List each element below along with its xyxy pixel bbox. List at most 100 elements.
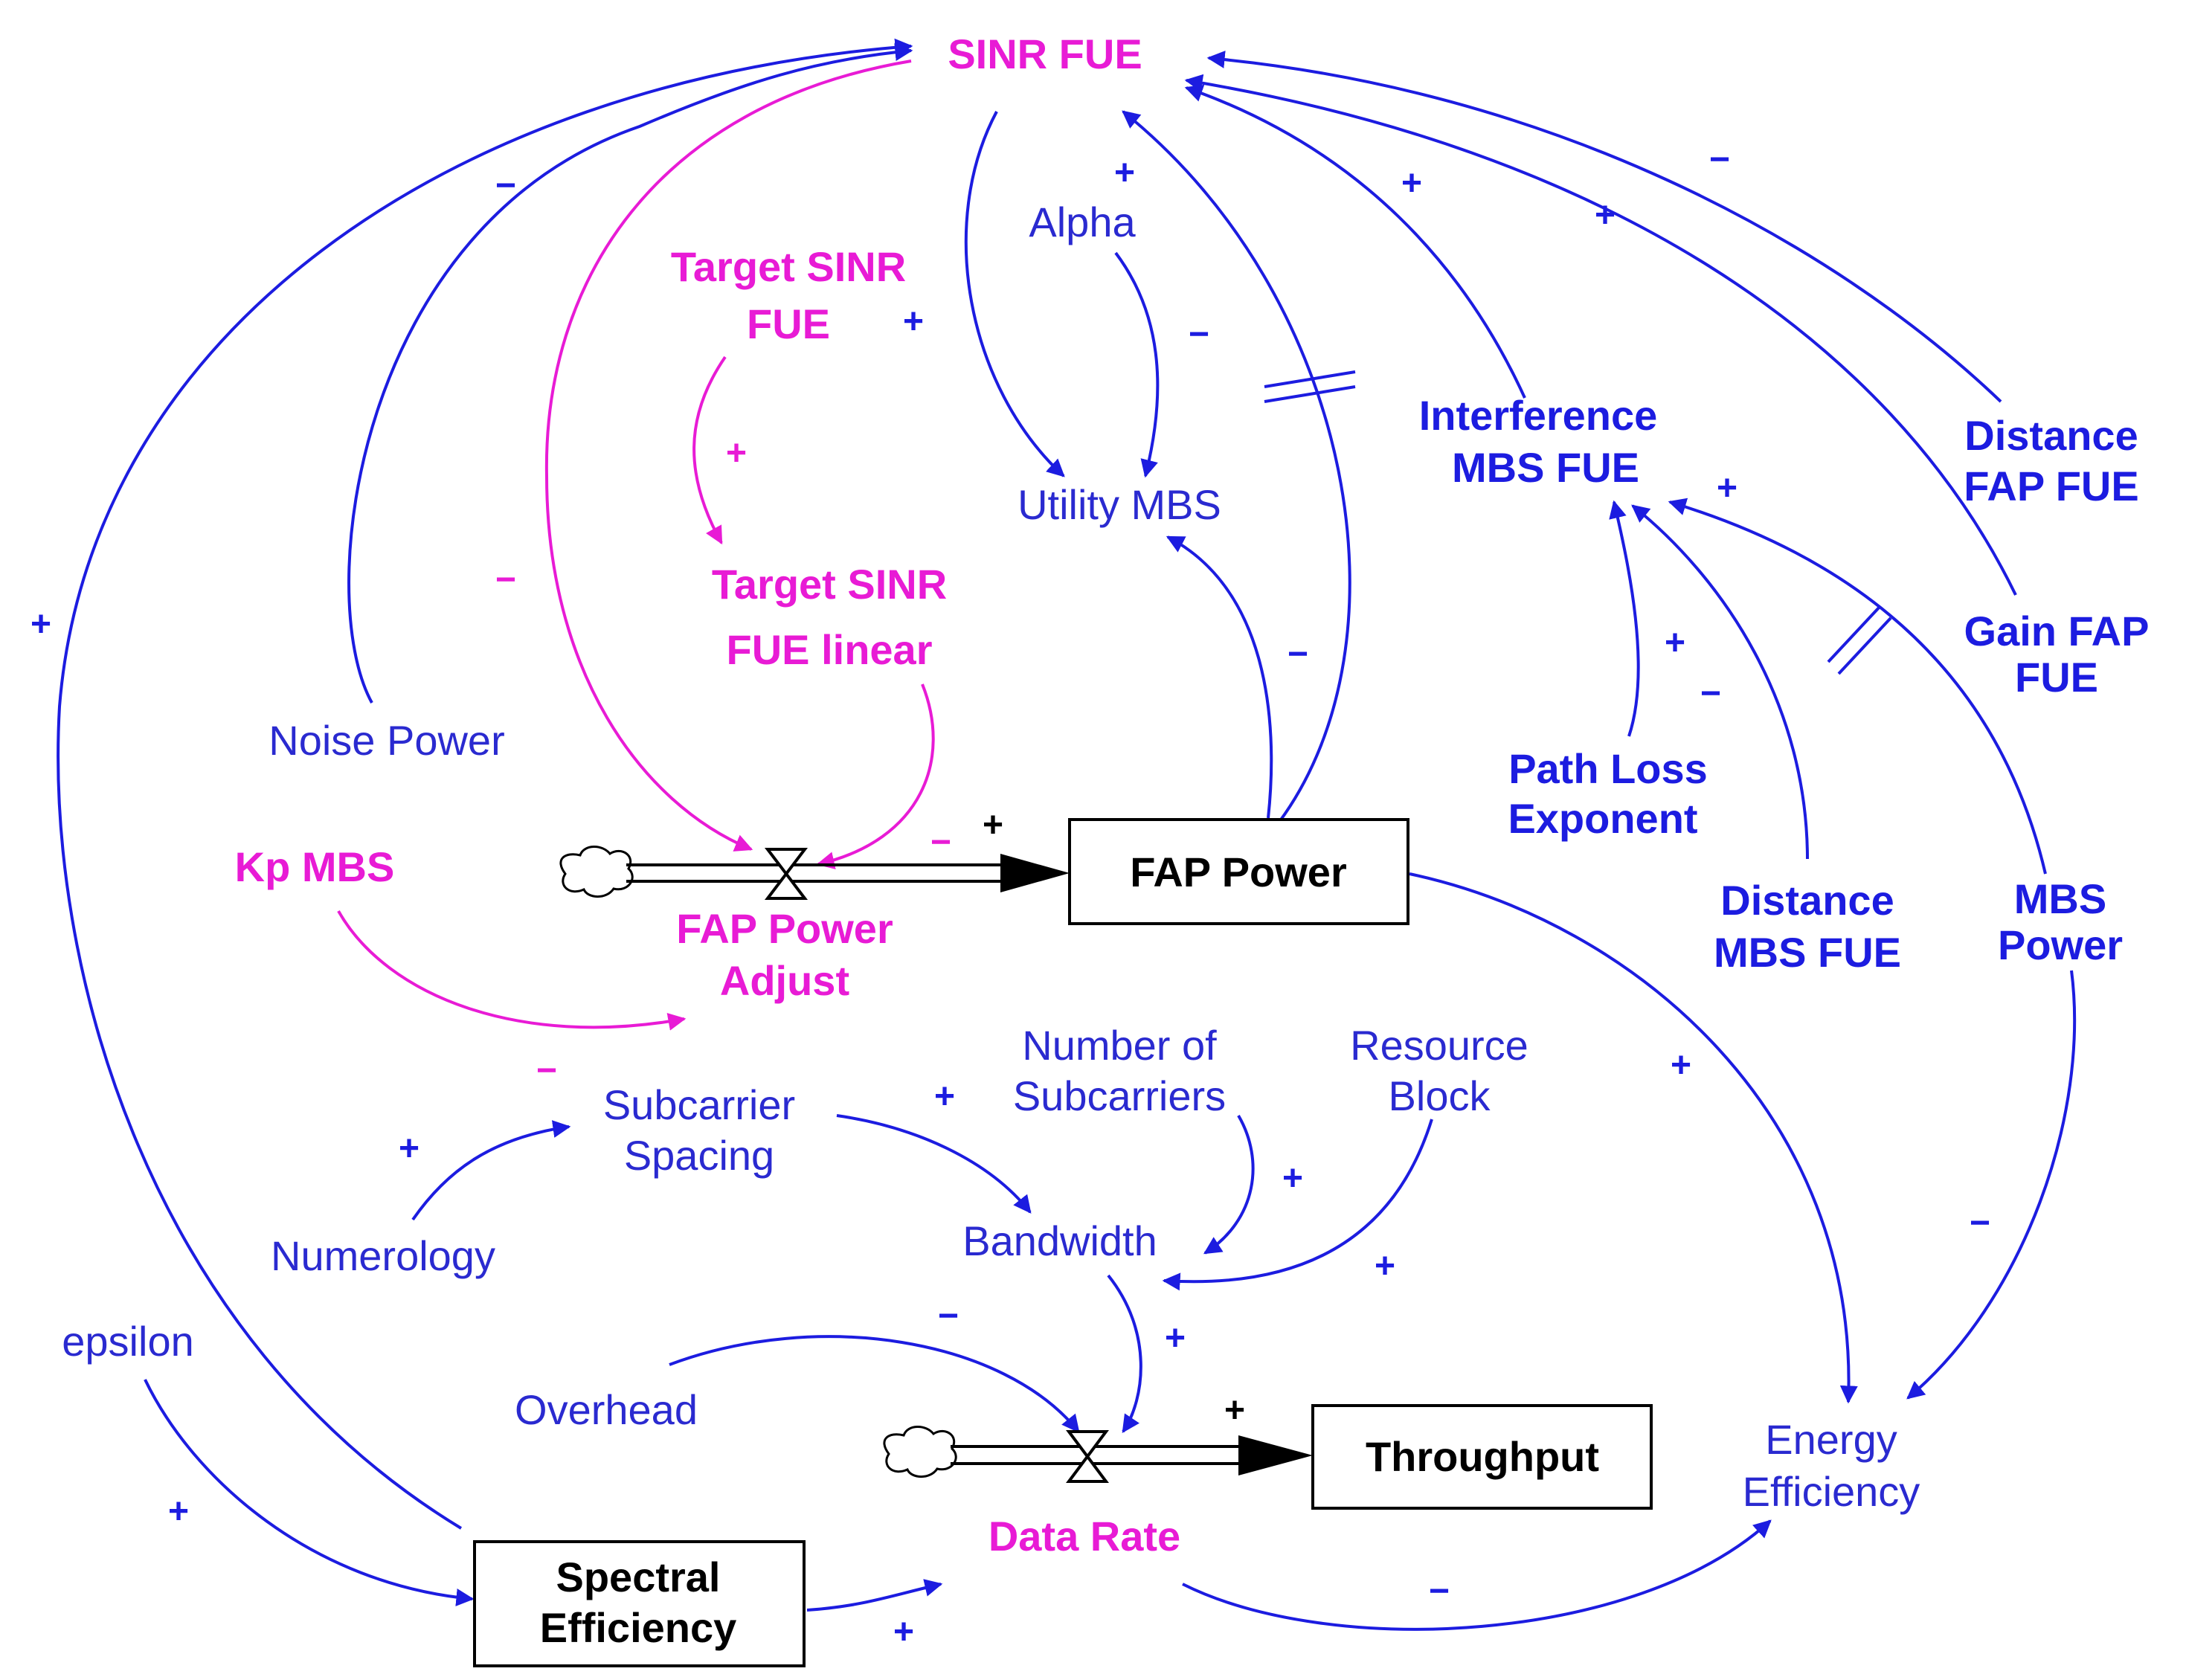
stock-spectral-efficiency-box[interactable]: [473, 1540, 806, 1667]
delay-mark-mbs-power-interference: [1827, 605, 1892, 675]
polarity-sign: +: [1401, 164, 1422, 203]
stock-fap-power-box[interactable]: [1068, 818, 1409, 925]
link-resource-block-to-bandwidth: [1162, 1119, 1433, 1291]
link-subcarrier-spacing-to-bandwidth: [836, 1114, 1032, 1214]
var-target-sinr-fue: Target SINR: [671, 243, 906, 290]
polarity-sign: +: [1665, 623, 1685, 663]
var-resource-block: Block: [1389, 1072, 1491, 1119]
var-number-of-subcarriers: Subcarriers: [1013, 1072, 1226, 1119]
var-distance-fap-fue: Distance: [1964, 412, 2138, 459]
var-alpha: Alpha: [1029, 199, 1136, 245]
var-distance-mbs-fue: MBS FUE: [1714, 929, 1901, 976]
polarity-sign: +: [983, 805, 1003, 845]
var-energy-efficiency: Energy: [1765, 1416, 1897, 1463]
link-fap-power-to-sinr-delayed: [1122, 110, 1351, 823]
polarity-sign: +: [1165, 1319, 1186, 1358]
link-gain-fap-fue-to-sinr: [1184, 74, 2017, 596]
polarity-sign: −: [1189, 315, 1209, 354]
flow-arrowhead-fap-power: [1000, 854, 1070, 892]
var-overhead: Overhead: [515, 1386, 698, 1433]
link-sinr-to-fap-power-adjust: [544, 59, 912, 852]
polarity-sign: −: [930, 823, 951, 862]
var-numerology: Numerology: [271, 1232, 495, 1279]
var-path-loss-exponent: Exponent: [1508, 795, 1697, 842]
link-numerology-to-subcarrier-spacing: [411, 1120, 571, 1221]
polarity-sign: +: [934, 1077, 955, 1116]
polarity-sign: +: [893, 1612, 914, 1652]
polarity-sign: −: [1429, 1571, 1450, 1611]
link-mbs-power-to-interference: [1668, 498, 2047, 875]
flow-arrowhead-throughput: [1238, 1435, 1313, 1475]
link-epsilon-to-spectral-efficiency: [144, 1379, 475, 1606]
polarity-sign: +: [1671, 1046, 1691, 1085]
link-bandwidth-to-data-rate: [1107, 1274, 1142, 1433]
var-distance-mbs-fue: Distance: [1720, 877, 1894, 924]
link-overhead-to-data-rate: [669, 1335, 1080, 1433]
var-fap-power-adjust: Adjust: [720, 957, 849, 1004]
stock-throughput-box[interactable]: [1311, 1404, 1653, 1510]
var-interference-mbs-fue: MBS FUE: [1452, 444, 1639, 491]
polarity-sign: +: [1114, 153, 1135, 193]
polarity-sign: +: [1282, 1159, 1303, 1198]
var-target-sinr-fue: FUE: [747, 300, 830, 347]
link-number-of-subcarriers-to-bandwidth: [1203, 1114, 1255, 1255]
var-number-of-subcarriers: Number of: [1022, 1022, 1217, 1069]
valve-fap-power-adjust-icon[interactable]: [764, 848, 809, 900]
link-distance-fap-fue-to-sinr: [1206, 51, 2002, 403]
polarity-sign: +: [168, 1492, 189, 1531]
polarity-sign: +: [1717, 469, 1737, 508]
link-interference-to-sinr: [1184, 84, 1526, 399]
link-spectral-efficiency-to-data-rate: [806, 1579, 943, 1612]
var-subcarrier-spacing: Subcarrier: [603, 1081, 795, 1128]
var-interference-mbs-fue: Interference: [1419, 392, 1658, 439]
link-sinr-to-utility-mbs: [964, 111, 1065, 477]
link-kp-mbs-to-fap-power-adjust: [337, 910, 687, 1031]
polarity-sign: −: [1700, 674, 1721, 713]
cloud-source-icon: [883, 1426, 957, 1478]
var-mbs-power: Power: [1998, 921, 2123, 968]
link-fap-power-to-energy-efficiency: [1409, 872, 1858, 1404]
polarity-sign: +: [903, 302, 924, 341]
var-gain-fap-fue: FUE: [2015, 654, 2098, 701]
link-target-linear-to-fap-power-adjust: [816, 683, 935, 869]
var-bandwidth: Bandwidth: [962, 1217, 1157, 1264]
var-target-sinr-fue-linear: Target SINR: [712, 561, 947, 608]
polarity-sign: +: [1224, 1391, 1245, 1430]
stock-spectral-efficiency-label: Efficiency: [540, 1604, 737, 1651]
var-epsilon: epsilon: [62, 1318, 193, 1365]
link-alpha-to-utility-mbs: [1114, 251, 1160, 478]
var-kp-mbs: Kp MBS: [235, 843, 395, 890]
polarity-sign: −: [495, 166, 516, 205]
polarity-sign: +: [30, 605, 51, 644]
polarity-sign: +: [1595, 196, 1616, 235]
link-mbs-power-to-energy-efficiency: [1906, 970, 2077, 1400]
var-subcarrier-spacing: Spacing: [624, 1132, 774, 1179]
stock-fap-power-label: FAP Power: [1130, 849, 1347, 895]
var-noise-power: Noise Power: [269, 717, 504, 764]
polarity-sign: +: [726, 434, 747, 473]
var-utility-mbs: Utility MBS: [1018, 481, 1221, 528]
polarity-sign: −: [536, 1051, 557, 1090]
var-mbs-power: MBS: [2014, 875, 2106, 922]
polarity-sign: −: [1288, 634, 1308, 674]
valve-data-rate-icon[interactable]: [1066, 1430, 1109, 1483]
link-target-sinr-to-linear: [692, 355, 727, 545]
var-gain-fap-fue: Gain FAP: [1964, 608, 2150, 654]
var-resource-block: Resource: [1350, 1022, 1528, 1069]
var-data-rate: Data Rate: [988, 1513, 1180, 1560]
var-path-loss-exponent: Path Loss: [1508, 745, 1708, 792]
polarity-sign: −: [495, 560, 516, 599]
polarity-sign: +: [399, 1129, 419, 1168]
link-data-rate-to-energy-efficiency: [1182, 1519, 1772, 1631]
polarity-sign: −: [1709, 140, 1730, 179]
link-noise-power-to-sinr: [347, 43, 913, 704]
cloud-source-icon: [559, 846, 634, 898]
link-fap-power-to-utility-mbs: [1166, 535, 1273, 819]
polarity-sign: −: [1970, 1203, 1990, 1243]
link-spectral-efficiency-feedback-to-sinr: [57, 38, 913, 1530]
var-sinr-fue: SINR FUE: [948, 30, 1142, 77]
var-energy-efficiency: Efficiency: [1743, 1468, 1920, 1515]
var-distance-fap-fue: FAP FUE: [1964, 463, 2138, 509]
stock-throughput-label: Throughput: [1366, 1433, 1599, 1480]
